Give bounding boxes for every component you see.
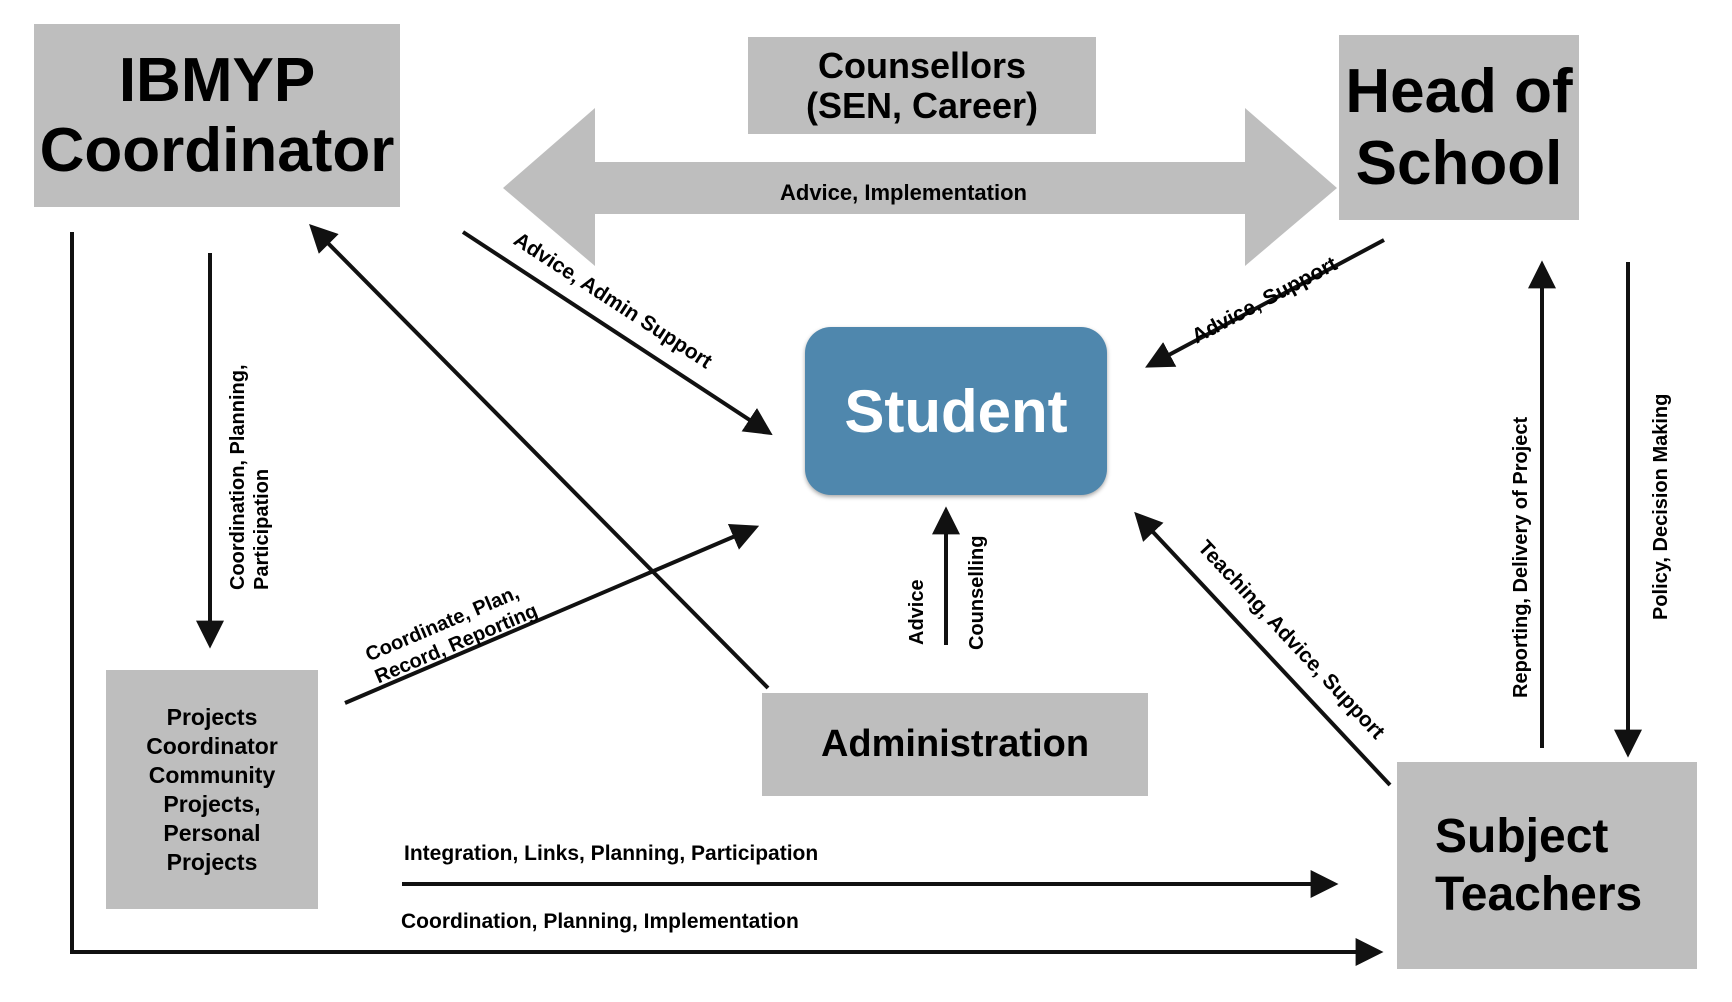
label-reporting-delivery-of-project: Reporting, Delivery of Project (1510, 416, 1532, 698)
projects-line-4: Projects, (163, 790, 261, 817)
label-coordination-planning-implementation: Coordination, Planning, Implementation (401, 910, 799, 933)
ibmyp-line-2: Coordinator (39, 115, 395, 185)
subject-line-2: Teachers (1435, 867, 1643, 921)
arrow-head-to-student (1145, 238, 1385, 368)
projects-line-2: Coordinator (146, 732, 278, 759)
administration-box: Administration (762, 693, 1148, 796)
head-line-1: Head of (1345, 56, 1573, 126)
subject-line-1: Subject (1435, 809, 1609, 863)
arrow-projects-to-student (344, 523, 760, 705)
student-node: Student (805, 327, 1107, 495)
label-advice-implementation: Advice, Implementation (780, 180, 1027, 205)
arrow-teachers-to-student (1134, 511, 1392, 787)
label-integration-links-planning-participation: Integration, Links, Planning, Participat… (404, 842, 819, 865)
ibmyp-line-1: IBMYP (118, 45, 316, 115)
projects-line-6: Projects (166, 848, 258, 875)
arrow-ibmyp-to-student (461, 230, 773, 436)
projects-line-1: Projects (166, 703, 258, 730)
arrow-admin-to-ibmyp (309, 224, 770, 690)
counsellors-box: Counsellors(SEN, Career) (748, 37, 1096, 134)
projects-line-3: Community (148, 761, 276, 788)
advice-implementation-double-arrow (503, 108, 1337, 266)
label-advice-vertical: Advice (906, 579, 928, 645)
projects-line-5: Personal (163, 819, 261, 846)
label-counselling: Counselling (966, 535, 988, 650)
head-line-2: School (1355, 128, 1563, 198)
administration-label: Administration (820, 723, 1090, 765)
counsellors-line-1: Counsellors (817, 44, 1027, 86)
student-label: Student (844, 377, 1068, 445)
arrow-ibmyp-to-teachers (70, 232, 1384, 966)
label-policy-decision-making: Policy, Decision Making (1650, 393, 1672, 620)
projects-coordinator-box: Projects Coordinator Community Projects,… (106, 670, 318, 909)
counsellors-line-2: (SEN, Career) (805, 84, 1039, 126)
label-coordination-planning-participation: Coordination, Planning, Participation (227, 364, 273, 590)
